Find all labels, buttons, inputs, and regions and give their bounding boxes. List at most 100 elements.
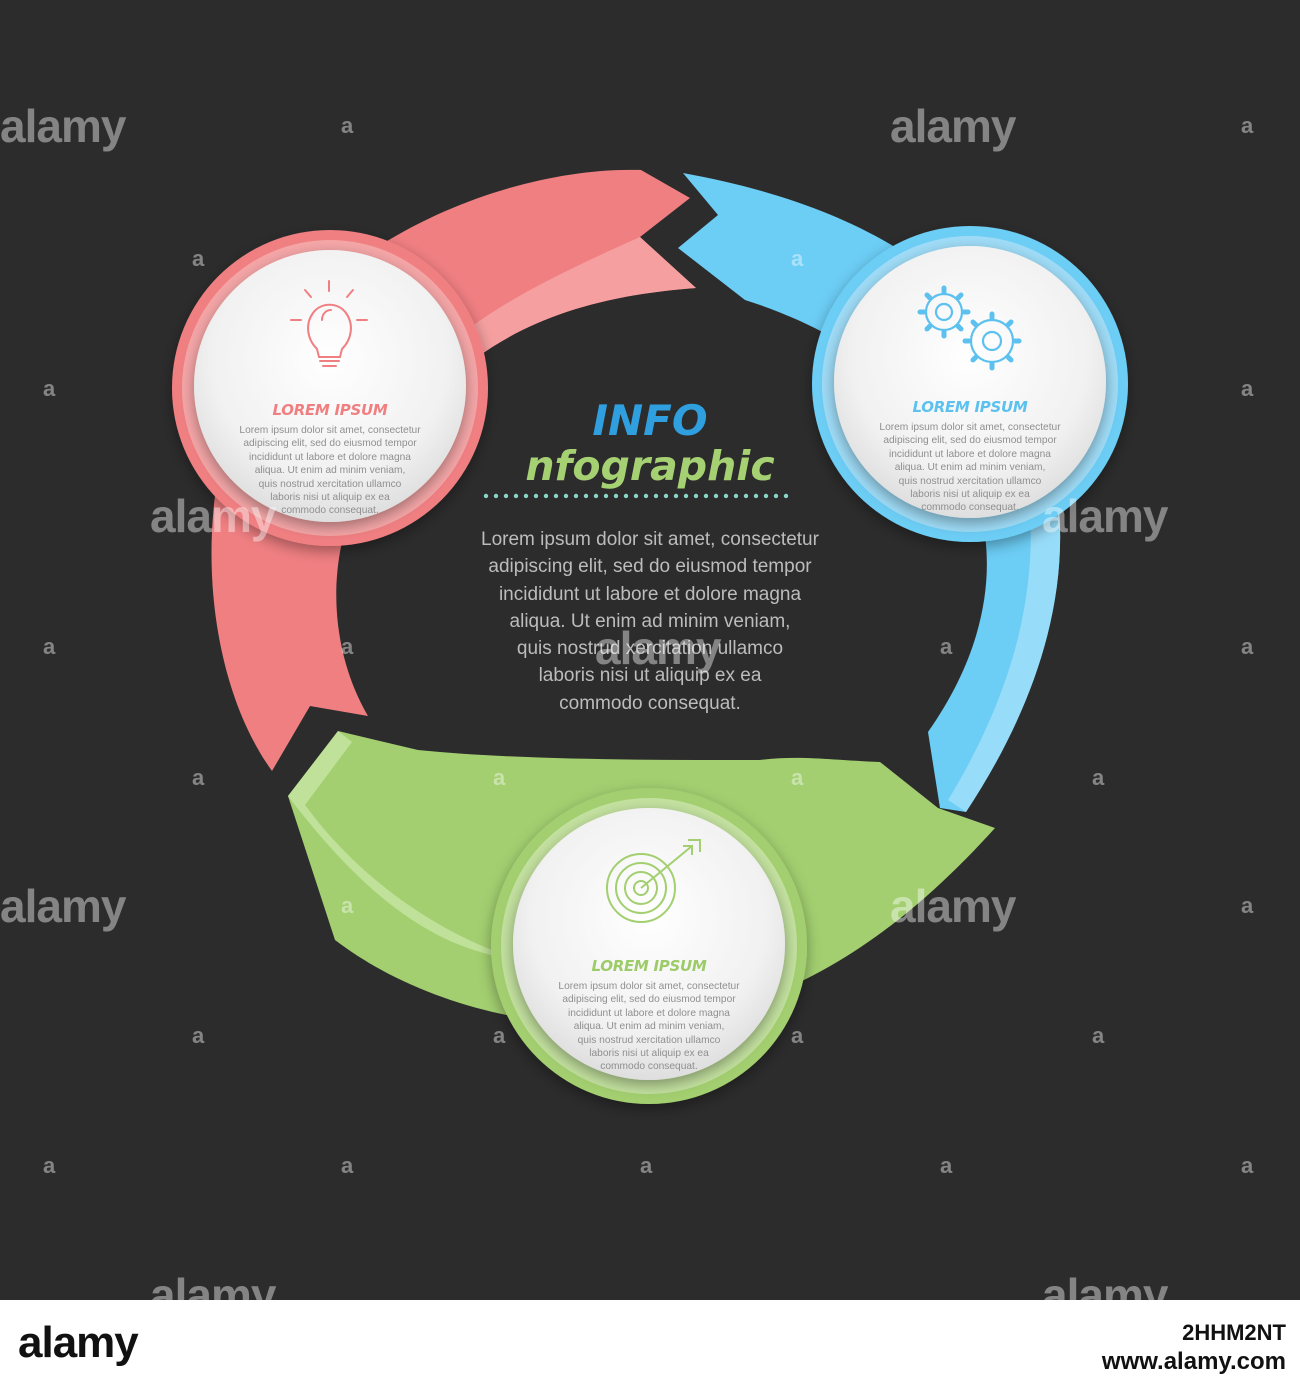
blue-node-face (834, 246, 1106, 518)
step-description-line: commodo consequat. (921, 502, 1019, 514)
divider-dot (633, 493, 639, 499)
divider-dot (723, 493, 729, 499)
red-step-node (172, 230, 488, 546)
watermark-letter: a (1241, 634, 1254, 659)
step-description: Lorem ipsum dolor sit amet, consectetur … (864, 421, 1076, 515)
divider-dot (653, 493, 659, 499)
watermark-letter: a (341, 113, 354, 138)
divider-dot (733, 493, 739, 499)
watermark-letter: a (1241, 113, 1254, 138)
step-description-line: laboris nisi ut aliquip ex ea (910, 489, 1030, 501)
divider-dot (713, 493, 719, 499)
footer-logo: alamy (18, 1318, 139, 1367)
divider-dot (483, 493, 489, 499)
watermark-letter: a (192, 246, 205, 271)
watermark-letter: a (940, 634, 953, 659)
divider-dot (673, 493, 679, 499)
footer-site-link[interactable]: www.alamy.com (1101, 1348, 1286, 1375)
center-description-line: laboris nisi ut aliquip ex ea (538, 665, 762, 687)
step-description-line: commodo consequat. (281, 505, 379, 517)
watermark-text: alamy (1042, 1269, 1168, 1300)
step-description-line: Lorem ipsum dolor sit amet, consectetur (879, 422, 1061, 433)
watermark-letter: a (640, 1153, 653, 1178)
watermark-letter: a (493, 765, 506, 790)
step-description-line: incididunt ut labore et dolore magna (568, 1007, 730, 1019)
step-description-line: commodo consequat. (600, 1061, 698, 1073)
watermark-text: alamy (150, 490, 276, 542)
red-node-face (194, 250, 466, 522)
blue-step-node (812, 226, 1128, 542)
center-description-line: commodo consequat. (559, 692, 741, 714)
footer-bar: alamy 2HHM2NT www.alamy.com (0, 1300, 1300, 1390)
watermark-letter: a (493, 1023, 506, 1048)
watermark-text: alamy (890, 100, 1016, 152)
step-description-line: quis nostrud xercitation ullamco (898, 475, 1042, 487)
watermark-letter: a (940, 1153, 953, 1178)
center-description-line: incididunt ut labore et dolore magna (498, 583, 802, 605)
divider-dot (563, 493, 569, 499)
divider-dot (603, 493, 609, 499)
center-description-line: quis nostrud xercitation ullamco (516, 638, 784, 660)
divider-dot (753, 493, 759, 499)
divider-dot (583, 493, 589, 499)
step-title: LOREM IPSUM (272, 401, 388, 419)
gears-icon (917, 285, 1022, 371)
divider-dot (783, 493, 789, 499)
lightbulb-icon (290, 280, 368, 367)
divider-dot (743, 493, 749, 499)
step-description-line: incididunt ut labore et dolore magna (889, 448, 1051, 460)
center-title: INFO (592, 396, 708, 445)
divider-dot (573, 493, 579, 499)
step-card-red: LOREM IPSUM Lorem ipsum dolor sit amet, … (224, 401, 436, 518)
divider-dot (503, 493, 509, 499)
divider-dot (703, 493, 709, 499)
watermark-letter: a (43, 634, 56, 659)
divider-dot (533, 493, 539, 499)
step-description-line: incididunt ut labore et dolore magna (249, 451, 411, 463)
infographic-panel: INFO nfographic Lorem ipsum dolor sit am… (0, 0, 1300, 1300)
watermark-letter: a (1092, 1023, 1105, 1048)
divider-dot (683, 493, 689, 499)
divider-dot (623, 493, 629, 499)
step-description-line: adipiscing elit, sed do eiusmod tempor (243, 438, 417, 450)
step-description-line: adipiscing elit, sed do eiusmod tempor (883, 435, 1057, 447)
watermark-letter: a (192, 1023, 205, 1048)
title-dotted-divider (483, 493, 789, 499)
divider-dot (763, 493, 769, 499)
step-title: LOREM IPSUM (912, 398, 1028, 416)
watermark-letter: a (791, 1023, 804, 1048)
green-arrow-highlight (288, 731, 520, 960)
watermark-text: alamy (1042, 490, 1168, 542)
step-title: LOREM IPSUM (591, 957, 707, 975)
step-description-line: aliqua. Ut enim ad minim veniam, (573, 1021, 725, 1033)
watermark-letter: a (1092, 765, 1105, 790)
step-description-line: laboris nisi ut aliquip ex ea (589, 1048, 709, 1060)
divider-dot (593, 493, 599, 499)
watermark-text: alamy (0, 100, 126, 152)
step-description-line: quis nostrud xercitation ullamco (258, 478, 402, 490)
watermark-letter: a (791, 246, 804, 271)
center-description: Lorem ipsum dolor sit amet, consectetur … (440, 526, 860, 717)
center-description-line: Lorem ipsum dolor sit amet, consectetur (481, 529, 819, 550)
center-description-line: aliqua. Ut enim ad minim veniam, (509, 610, 791, 632)
watermark-letter: a (1241, 1153, 1254, 1178)
step-card-green: LOREM IPSUM Lorem ipsum dolor sit amet, … (543, 957, 755, 1074)
green-step-node (491, 788, 807, 1104)
watermark-letter: a (43, 1153, 56, 1178)
watermark-text: alamy (595, 622, 721, 674)
watermark-letter: a (1241, 376, 1254, 401)
divider-dot (613, 493, 619, 499)
watermark-letter: a (341, 1153, 354, 1178)
watermark-letter: a (43, 376, 56, 401)
green-node-face (513, 808, 785, 1080)
divider-dot (643, 493, 649, 499)
step-card-blue: LOREM IPSUM Lorem ipsum dolor sit amet, … (864, 398, 1076, 515)
step-description-line: Lorem ipsum dolor sit amet, consectetur (239, 425, 421, 436)
step-description-line: laboris nisi ut aliquip ex ea (270, 492, 390, 504)
center-subtitle: nfographic (525, 442, 775, 490)
divider-dot (773, 493, 779, 499)
step-description-line: aliqua. Ut enim ad minim veniam, (894, 462, 1046, 474)
divider-dot (493, 493, 499, 499)
footer-meta: 2HHM2NT www.alamy.com (766, 1310, 1286, 1380)
